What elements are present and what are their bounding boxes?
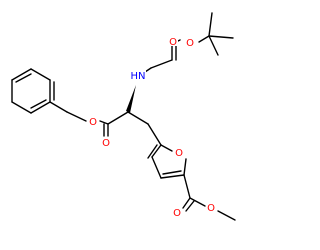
bond (208, 35, 219, 56)
bond (198, 35, 210, 43)
stereo-wedge-bond (126, 85, 136, 113)
bond (150, 59, 173, 69)
atom-label-furan-o: O (175, 148, 183, 159)
atom-background (172, 207, 182, 218)
bond (208, 35, 234, 39)
bond (185, 200, 195, 212)
bond (11, 68, 32, 81)
furan-ring (147, 123, 187, 179)
bond (127, 111, 149, 125)
bond (30, 99, 47, 109)
bond (147, 144, 158, 159)
bond (30, 101, 51, 114)
atom-label-methyl-ether-o: O (207, 203, 215, 214)
bond (151, 156, 162, 179)
molecule-structure-diagram: O O HN O O O O O (11, 12, 236, 221)
atom-label-nh: HN (131, 71, 146, 82)
bond (160, 144, 173, 152)
atom-label-methyl-carbonyl-o: O (173, 208, 181, 219)
bond (151, 144, 162, 158)
bond (183, 158, 187, 176)
bond (107, 111, 129, 125)
atom-background (130, 70, 146, 82)
bond (208, 12, 213, 37)
bond (162, 170, 182, 175)
bond (99, 120, 109, 125)
atom-label-boc-ether-o: O (186, 38, 194, 49)
bond (30, 68, 51, 81)
atom-background (101, 137, 111, 148)
bond (11, 101, 32, 114)
atom-background (168, 36, 178, 46)
methyl-ester (182, 174, 236, 221)
bond (147, 123, 162, 146)
atom-label-boc-carbonyl-o: O (169, 37, 177, 48)
atom-label-benzyl-ether-o: O (89, 117, 97, 128)
benzene-ring (11, 68, 68, 114)
bond (183, 174, 191, 199)
atom-background (88, 116, 98, 127)
bond (66, 111, 87, 122)
bond (189, 197, 206, 207)
atom-label-ester-carbonyl-o: O (102, 138, 110, 149)
bond (49, 101, 68, 113)
boc-carbamate (141, 39, 181, 75)
bond (160, 174, 185, 179)
atom-background (185, 37, 195, 47)
tert-butyl-group (198, 12, 234, 56)
bond (15, 73, 32, 83)
bond (217, 210, 236, 221)
atom-background (206, 202, 216, 213)
amino-acid-backbone (66, 85, 149, 137)
atom-background (174, 147, 184, 158)
bond (182, 197, 191, 209)
